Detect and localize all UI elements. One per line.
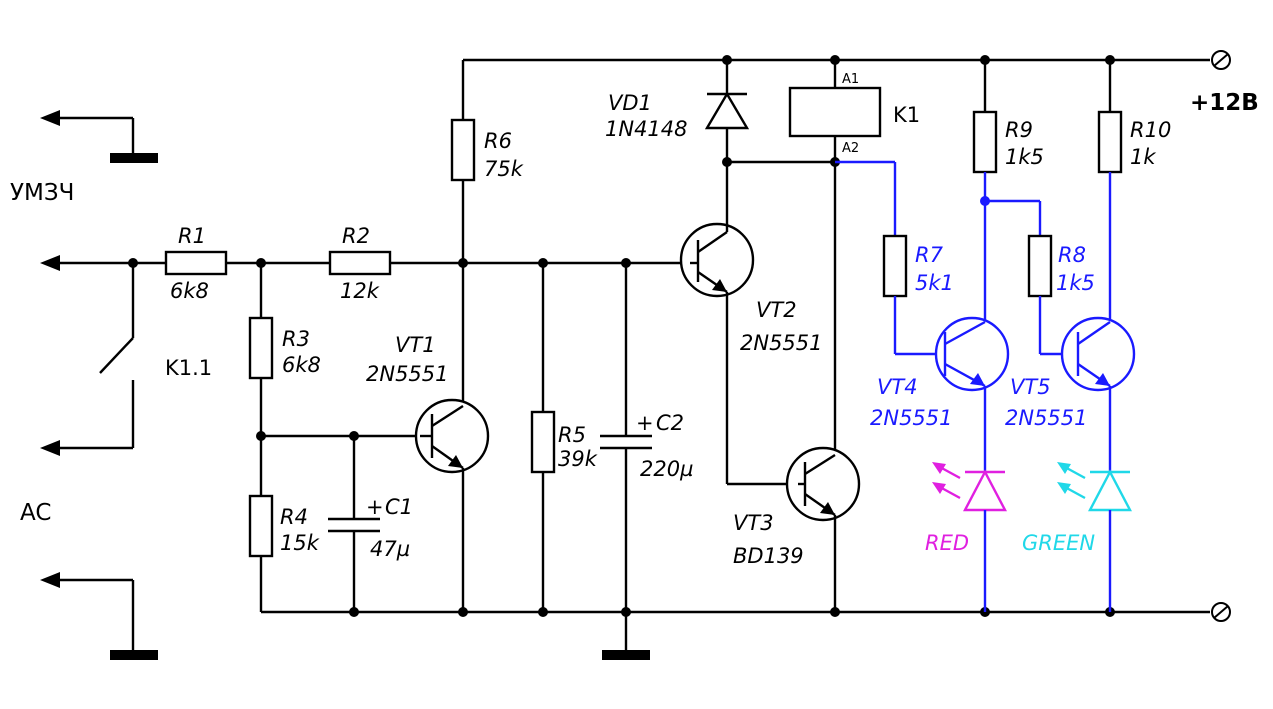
amp-connector <box>40 110 158 163</box>
r4-ref: R4 <box>280 505 308 529</box>
resistor-r5 <box>530 263 556 612</box>
r10-value: 1k <box>1130 145 1156 169</box>
r10-ref: R10 <box>1130 118 1171 142</box>
led-green <box>1057 462 1132 612</box>
r5-ref: R5 <box>558 423 586 447</box>
relay-contact-label: K1.1 <box>165 356 212 380</box>
r7-ref: R7 <box>915 243 944 267</box>
r8-value: 1k5 <box>1056 271 1095 295</box>
resistor-r2 <box>328 250 690 276</box>
r1-value: 6k8 <box>170 279 209 303</box>
resistor-r6 <box>450 60 476 412</box>
resistor-r7 <box>835 160 945 356</box>
green-led-label: GREEN <box>1022 531 1095 555</box>
c2-ref: C2 <box>656 411 684 435</box>
relay-label: K1 <box>893 103 920 127</box>
amp-label: УМЗЧ <box>10 180 74 206</box>
red-led-label: RED <box>925 531 969 555</box>
vd1-ref: VD1 <box>608 91 652 115</box>
r2-value: 12k <box>340 279 380 303</box>
vt1-ref: VT1 <box>395 333 436 357</box>
c2-polarity: + <box>636 411 654 435</box>
vt2-ref: VT2 <box>756 298 797 322</box>
r3-ref: R3 <box>282 327 310 351</box>
resistor-r1 <box>164 250 330 276</box>
vt1-value: 2N5551 <box>366 362 449 386</box>
resistor-r3 <box>248 263 420 496</box>
c2-value: 220µ <box>640 457 693 481</box>
transistor-vt3 <box>785 446 861 612</box>
r2-ref: R2 <box>342 224 370 248</box>
vt5-ref: VT5 <box>1010 375 1051 399</box>
transistor-vt4 <box>934 316 1010 472</box>
r9-value: 1k5 <box>1005 145 1044 169</box>
transistor-vt1 <box>414 398 490 612</box>
diode-vd1 <box>704 60 750 167</box>
resistor-r8 <box>1027 201 1078 356</box>
r5-value: 39k <box>558 447 598 471</box>
r8-ref: R8 <box>1058 243 1086 267</box>
r6-value: 75k <box>484 157 524 181</box>
r6-ref: R6 <box>484 129 512 153</box>
led-red <box>932 462 1007 612</box>
vt2-value: 2N5551 <box>740 331 823 355</box>
relay-contact-k1-1 <box>40 263 135 456</box>
r3-value: 6k8 <box>282 353 321 377</box>
capacitor-c1 <box>328 436 380 612</box>
vt4-value: 2N5551 <box>870 406 953 430</box>
supply-label: +12В <box>1190 90 1259 116</box>
speaker-connector <box>40 572 158 660</box>
supply-rail <box>463 50 1231 70</box>
relay-pin-a1: A1 <box>842 72 859 87</box>
vd1-value: 1N4148 <box>605 117 688 141</box>
r9-ref: R9 <box>1005 118 1033 142</box>
vt5-value: 2N5551 <box>1005 406 1088 430</box>
resistor-r9 <box>972 60 1040 322</box>
c1-value: 47µ <box>370 537 410 561</box>
relay-pin-a2: A2 <box>842 141 859 156</box>
vt3-ref: VT3 <box>733 511 774 535</box>
ground-rail <box>261 602 1231 660</box>
r4-value: 15k <box>280 531 320 555</box>
r1-ref: R1 <box>178 224 206 248</box>
vt3-value: BD139 <box>733 544 804 568</box>
transistor-vt5 <box>1060 316 1136 472</box>
c1-polarity: + <box>366 495 384 519</box>
transistor-vt2 <box>679 162 798 486</box>
relay-k1 <box>727 60 882 455</box>
r7-value: 5k1 <box>915 271 954 295</box>
capacitor-c2 <box>600 263 652 612</box>
c1-ref: C1 <box>385 495 413 519</box>
resistor-r4 <box>248 494 274 612</box>
signal-input-line <box>40 255 166 271</box>
speaker-label: AC <box>20 500 51 526</box>
vt4-ref: VT4 <box>877 375 918 399</box>
resistor-r10 <box>1097 60 1123 322</box>
